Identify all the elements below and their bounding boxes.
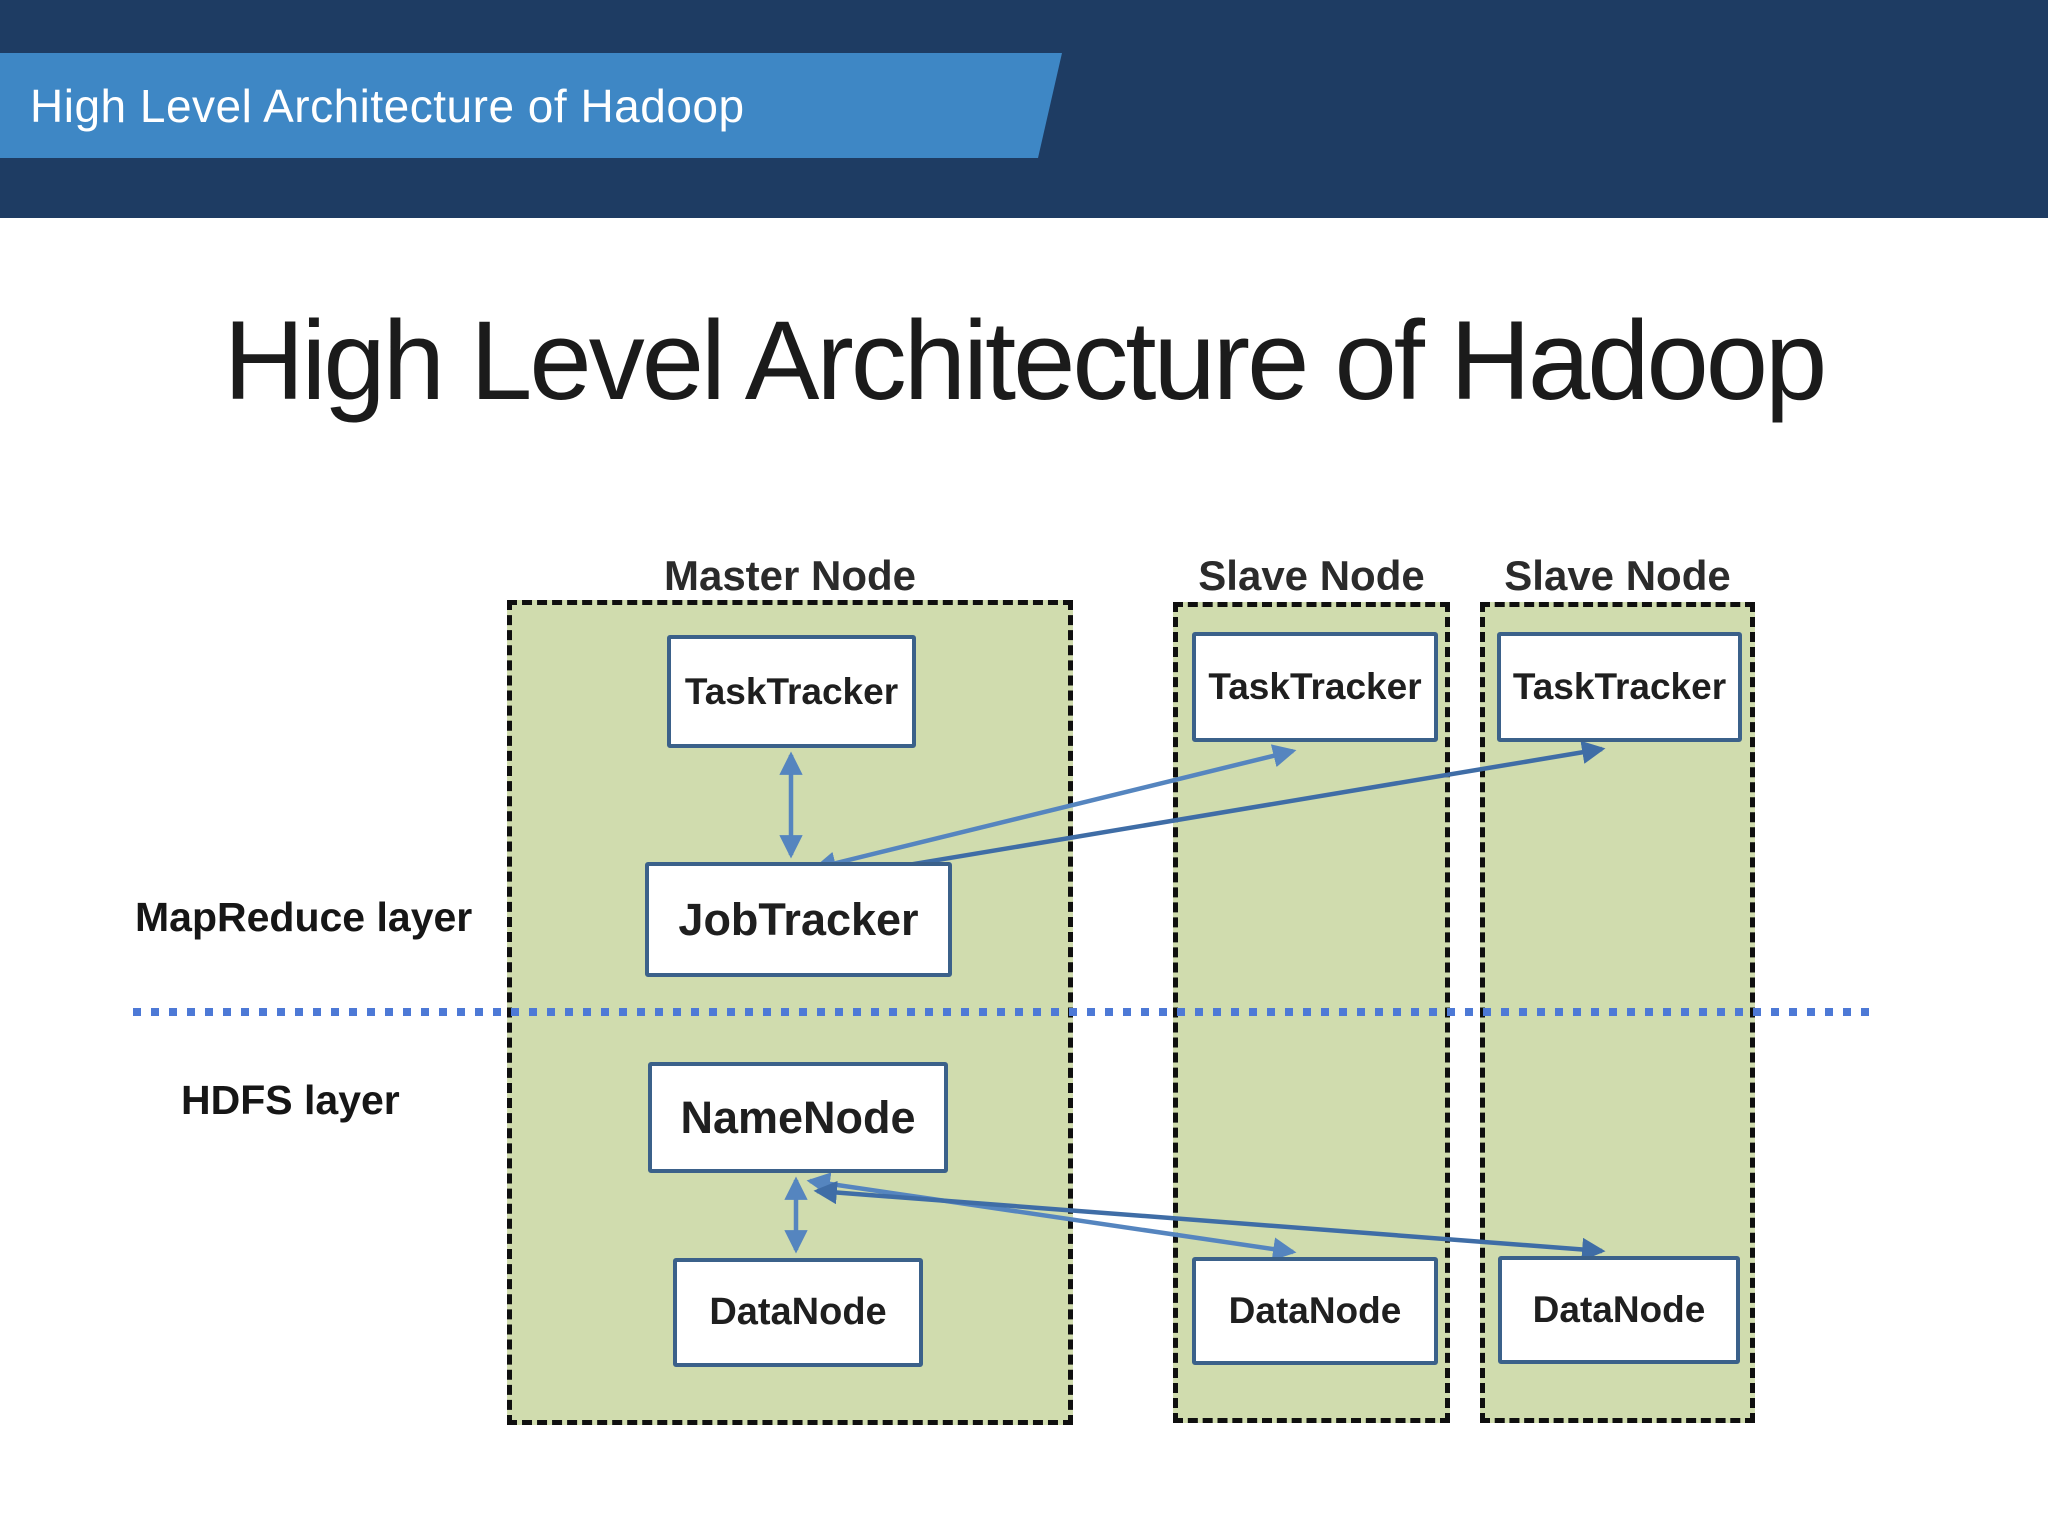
tasktracker-box-slave2: TaskTracker (1497, 632, 1742, 742)
slide-title: High Level Architecture of Hadoop (223, 298, 1828, 423)
datanode-box-slave1: DataNode (1192, 1257, 1438, 1365)
master-node-label: Master Node (663, 552, 917, 599)
title-ribbon: High Level Architecture of Hadoop (0, 53, 1062, 158)
tasktracker-box-slave1: TaskTracker (1192, 632, 1438, 742)
jobtracker-box: JobTracker (645, 862, 952, 977)
header-band: High Level Architecture of Hadoop (0, 0, 2048, 218)
layer-separator-dotted-line (133, 1008, 1879, 1016)
tasktracker-box-master: TaskTracker (667, 635, 916, 748)
slave-node-label-1: Slave Node (1198, 552, 1425, 599)
slave-node-label-2: Slave Node (1504, 552, 1731, 599)
hdfs-layer-label: HDFS layer (181, 1077, 400, 1123)
mapreduce-layer-label: MapReduce layer (135, 894, 473, 940)
namenode-box: NameNode (648, 1062, 948, 1173)
datanode-box-slave2: DataNode (1498, 1256, 1740, 1364)
ribbon-title: High Level Architecture of Hadoop (30, 79, 745, 132)
datanode-box-master: DataNode (673, 1258, 923, 1367)
